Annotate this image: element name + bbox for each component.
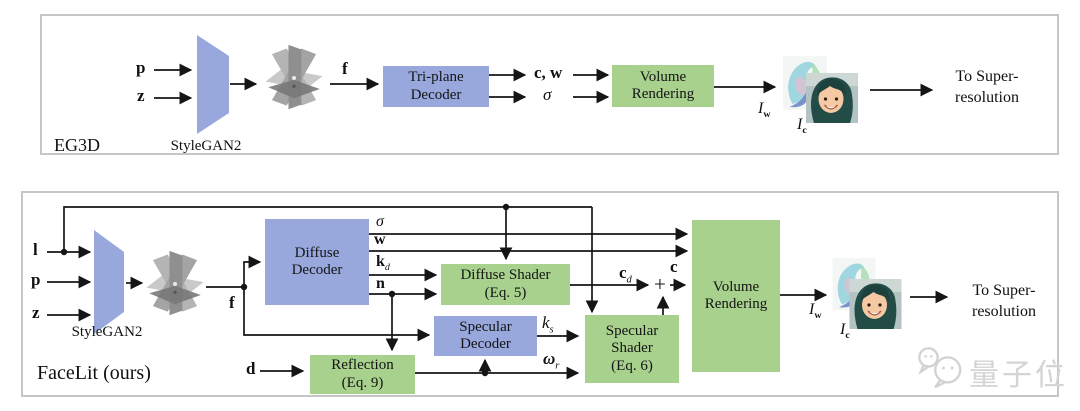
label-f: f xyxy=(229,293,235,312)
label-ks: ks xyxy=(542,313,554,336)
label-z: z xyxy=(32,303,40,322)
specular-decoder-box: Specular Decoder xyxy=(434,316,537,356)
arrow-f-diffuse-decoder xyxy=(243,255,262,287)
junction-f xyxy=(240,283,248,291)
junction-topline xyxy=(502,203,510,211)
label-z: z xyxy=(137,86,145,105)
label-stylegan2: StyleGAN2 xyxy=(170,138,242,154)
label-l: l xyxy=(33,240,38,259)
junction-l xyxy=(60,248,68,256)
label-p: p xyxy=(136,58,146,77)
volume-rendering-box: Volume Rendering xyxy=(692,220,780,372)
facelit-panel: l p z StyleGAN2 f Diffuse Decoder σ w kd… xyxy=(21,191,1065,397)
label-f: f xyxy=(342,59,348,78)
junction-omega xyxy=(481,369,489,377)
label-n: n xyxy=(376,275,385,292)
label-sigma: σ xyxy=(376,213,384,230)
stylegan2-trapezoid xyxy=(94,230,124,334)
eg3d-panel: p z StyleGAN2 f Tri-plane Decoder c, w σ… xyxy=(40,14,1059,155)
volume-rendering-box: Volume Rendering xyxy=(612,65,714,107)
diffuse-shader-box: Diffuse Shader (Eq. 5) xyxy=(441,264,570,305)
to-superres-text: To Super- resolution xyxy=(955,68,1019,107)
label-iw: Iw xyxy=(809,301,822,322)
label-omega-r: ωr xyxy=(543,349,560,372)
eg3d-caption: EG3D xyxy=(54,135,100,155)
triplane-decoder-box: Tri-plane Decoder xyxy=(383,66,489,107)
label-d: d xyxy=(246,359,256,378)
wechat-icon xyxy=(918,347,962,389)
plus-node: + xyxy=(654,272,666,296)
reflection-box: Reflection (Eq. 9) xyxy=(310,355,415,394)
label-sigma: σ xyxy=(543,85,552,104)
label-w: w xyxy=(374,231,386,248)
face-image-ic xyxy=(849,279,902,329)
label-kd: kd xyxy=(376,253,390,274)
label-iw: Iw xyxy=(758,100,771,121)
label-cw: c, w xyxy=(534,63,563,82)
label-p: p xyxy=(31,270,41,289)
triplane-icon xyxy=(146,250,204,316)
label-cd: cd xyxy=(619,263,632,286)
specular-shader-box: Specular Shader (Eq. 6) xyxy=(585,315,679,383)
watermark-text: 量子位 xyxy=(969,359,1068,392)
triplane-icon xyxy=(265,44,323,110)
to-superres-text: To Super- resolution xyxy=(972,282,1036,321)
label-ic: Ic xyxy=(797,116,807,137)
label-stylegan2: StyleGAN2 xyxy=(71,324,143,340)
stylegan2-trapezoid xyxy=(197,35,229,134)
label-ic: Ic xyxy=(840,321,850,342)
facelit-caption: FaceLit (ours) xyxy=(37,362,151,384)
label-c: c xyxy=(670,257,678,276)
face-image-ic xyxy=(806,73,858,123)
junction-n xyxy=(388,290,396,298)
diffuse-decoder-box: Diffuse Decoder xyxy=(265,219,369,305)
